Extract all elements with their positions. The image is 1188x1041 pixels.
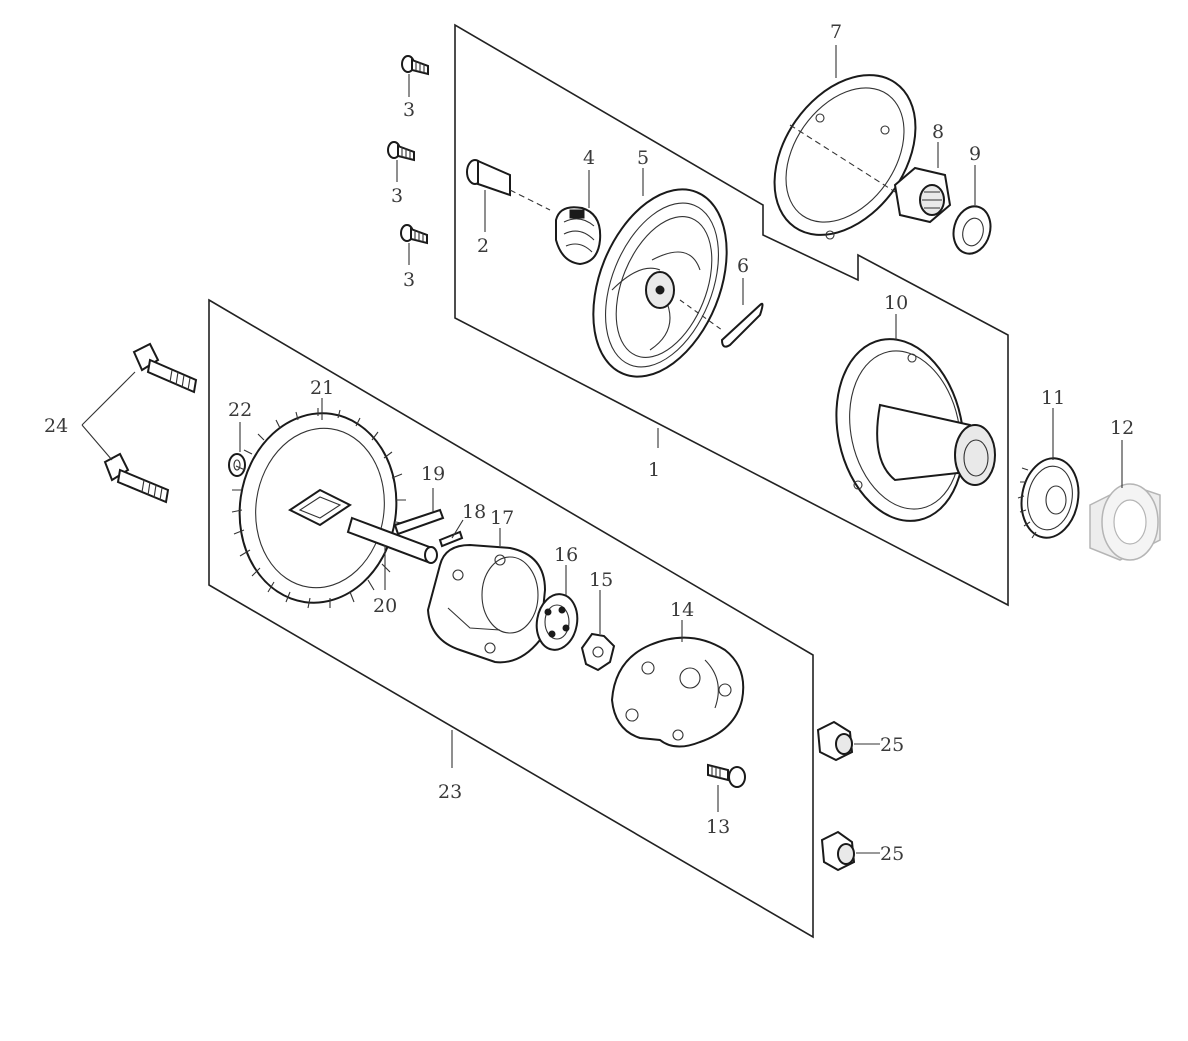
bearing-part-12 <box>1089 483 1161 561</box>
callout-24: 24 <box>44 415 68 437</box>
pin-part-2 <box>466 159 551 211</box>
assembly-1-outline <box>454 23 1009 607</box>
callout-25-top: 25 <box>880 734 904 756</box>
rotor-part-16 <box>535 593 579 651</box>
fitting-part-25-bottom <box>820 830 856 872</box>
spring-part-4 <box>555 206 602 266</box>
assembly-23-outline <box>208 298 814 939</box>
shaft-part-20 <box>346 516 438 564</box>
bolt-part-24-bottom <box>103 452 170 504</box>
callout-9: 9 <box>969 143 981 165</box>
bolt-part-24-top <box>132 342 198 394</box>
callout-23: 23 <box>438 781 462 803</box>
callout-21: 21 <box>310 377 334 399</box>
ring-part-22 <box>228 453 246 477</box>
gasket-part-7 <box>773 74 917 240</box>
washer-part-9 <box>952 205 992 255</box>
callout-4: 4 <box>583 147 595 169</box>
callout-13: 13 <box>706 816 730 838</box>
fitting-part-25-top <box>816 720 854 762</box>
clutch-wheel-part-5 <box>592 188 728 378</box>
callout-22: 22 <box>228 399 252 421</box>
flanged-shaft-part-10 <box>835 338 996 522</box>
callout-15: 15 <box>589 569 613 591</box>
small-gear-part-11 <box>1017 457 1080 539</box>
pin-part-18 <box>438 530 464 548</box>
callout-2: 2 <box>477 235 489 257</box>
callout-6: 6 <box>737 255 749 277</box>
callout-18: 18 <box>462 501 486 523</box>
pin-part-19 <box>393 508 445 536</box>
callout-25-bottom: 25 <box>880 843 904 865</box>
callout-1: 1 <box>648 459 660 481</box>
clip-part-6 <box>679 299 764 348</box>
callout-8: 8 <box>932 121 944 143</box>
callout-17: 17 <box>490 507 514 529</box>
callout-3-bottom: 3 <box>403 269 415 291</box>
pump-body-part-17 <box>426 543 547 664</box>
callout-19: 19 <box>421 463 445 485</box>
callout-5: 5 <box>637 147 649 169</box>
callout-12: 12 <box>1110 417 1134 439</box>
callout-3-top: 3 <box>403 99 415 121</box>
callout-16: 16 <box>554 544 578 566</box>
inner-rotor-part-15 <box>580 632 616 672</box>
callout-20: 20 <box>373 595 397 617</box>
big-gear-part-21 <box>231 408 407 609</box>
screw-part-3-middle <box>387 141 415 162</box>
callout-10: 10 <box>884 292 908 314</box>
callout-14: 14 <box>670 599 694 621</box>
nut-part-8 <box>893 166 952 224</box>
callout-11: 11 <box>1041 387 1065 409</box>
screw-part-3-bottom <box>400 224 428 245</box>
callout-3-middle: 3 <box>391 185 403 207</box>
callout-7: 7 <box>830 21 842 43</box>
screw-part-13 <box>707 763 746 788</box>
screw-part-3-top <box>401 55 429 76</box>
cover-plate-part-14 <box>610 636 745 748</box>
